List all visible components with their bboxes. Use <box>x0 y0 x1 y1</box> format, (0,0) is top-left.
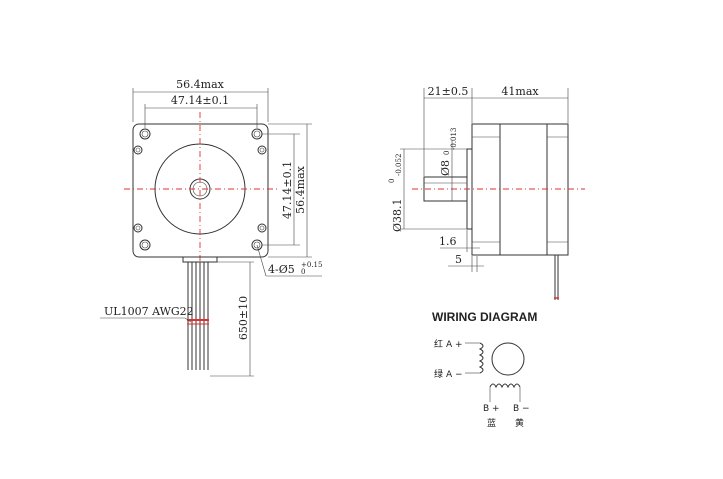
b-minus-label: B − <box>513 404 530 414</box>
b-plus-label: B + <box>483 404 500 414</box>
dim-holes-value: 5 <box>288 263 295 276</box>
motor-symbol <box>491 342 525 376</box>
dim-shaft-dia: 8 <box>439 160 452 167</box>
motor-body <box>471 123 569 256</box>
dim-boss-dia-tol-upper: 0 <box>388 179 396 183</box>
b-plus-color: 蓝 <box>487 417 496 429</box>
svg-text:绿A −: 绿A − <box>434 368 463 380</box>
svg-text:4-Ø5: 4-Ø5 <box>268 263 295 276</box>
svg-text:红A +: 红A + <box>434 338 463 350</box>
b-minus-color: 黄 <box>515 417 524 429</box>
cable-wires <box>187 262 209 370</box>
dim-height-max: 56.4max <box>294 165 307 213</box>
coil-a <box>478 342 484 374</box>
a-minus-color: 绿 <box>434 368 443 380</box>
dim-hole-spacing-v: 47.14±0.1 <box>281 161 294 219</box>
svg-text:Ø38.1: Ø38.1 <box>391 198 404 232</box>
dim-body-length: 41max <box>501 85 539 98</box>
dim-width-max: 56.4max <box>176 78 224 91</box>
dim-holes-prefix: 4- <box>268 263 279 276</box>
dim-shaft-length: 21±0.5 <box>428 85 469 98</box>
wiring-title: WIRING DIAGRAM <box>432 310 537 324</box>
a-plus-label: A + <box>446 340 463 350</box>
coil-b <box>489 383 521 389</box>
dim-boss-dia-tol-lower: -0.052 <box>395 154 403 176</box>
dim-shaft-dia-tol-lower: -0.013 <box>450 128 458 150</box>
dim-boss-height: 1.6 <box>439 235 457 248</box>
front-view: 56.4max 47.14±0.1 47.14±0.1 56.4max 4-Ø5… <box>100 78 322 377</box>
dim-holes-tol-lower: 0 <box>301 268 305 276</box>
a-minus-label: A − <box>446 370 463 380</box>
side-view: 21±0.5 41max Ø8 -0.013 0 Ø38.1 0 -0.052 … <box>388 85 585 300</box>
dim-flange-thickness: 5 <box>455 253 462 266</box>
dim-boss-dia: 38.1 <box>391 198 404 223</box>
dim-holes-tol-upper: +0.15 <box>301 261 322 269</box>
a-plus-color: 红 <box>434 338 443 350</box>
cable-label: UL1007 AWG22 <box>104 305 194 318</box>
dim-shaft-dia-tol-upper: 0 <box>443 151 451 155</box>
dim-hole-spacing-h: 47.14±0.1 <box>171 94 229 107</box>
cable-length: 650±10 <box>237 296 250 340</box>
svg-text:Ø8: Ø8 <box>439 160 452 176</box>
